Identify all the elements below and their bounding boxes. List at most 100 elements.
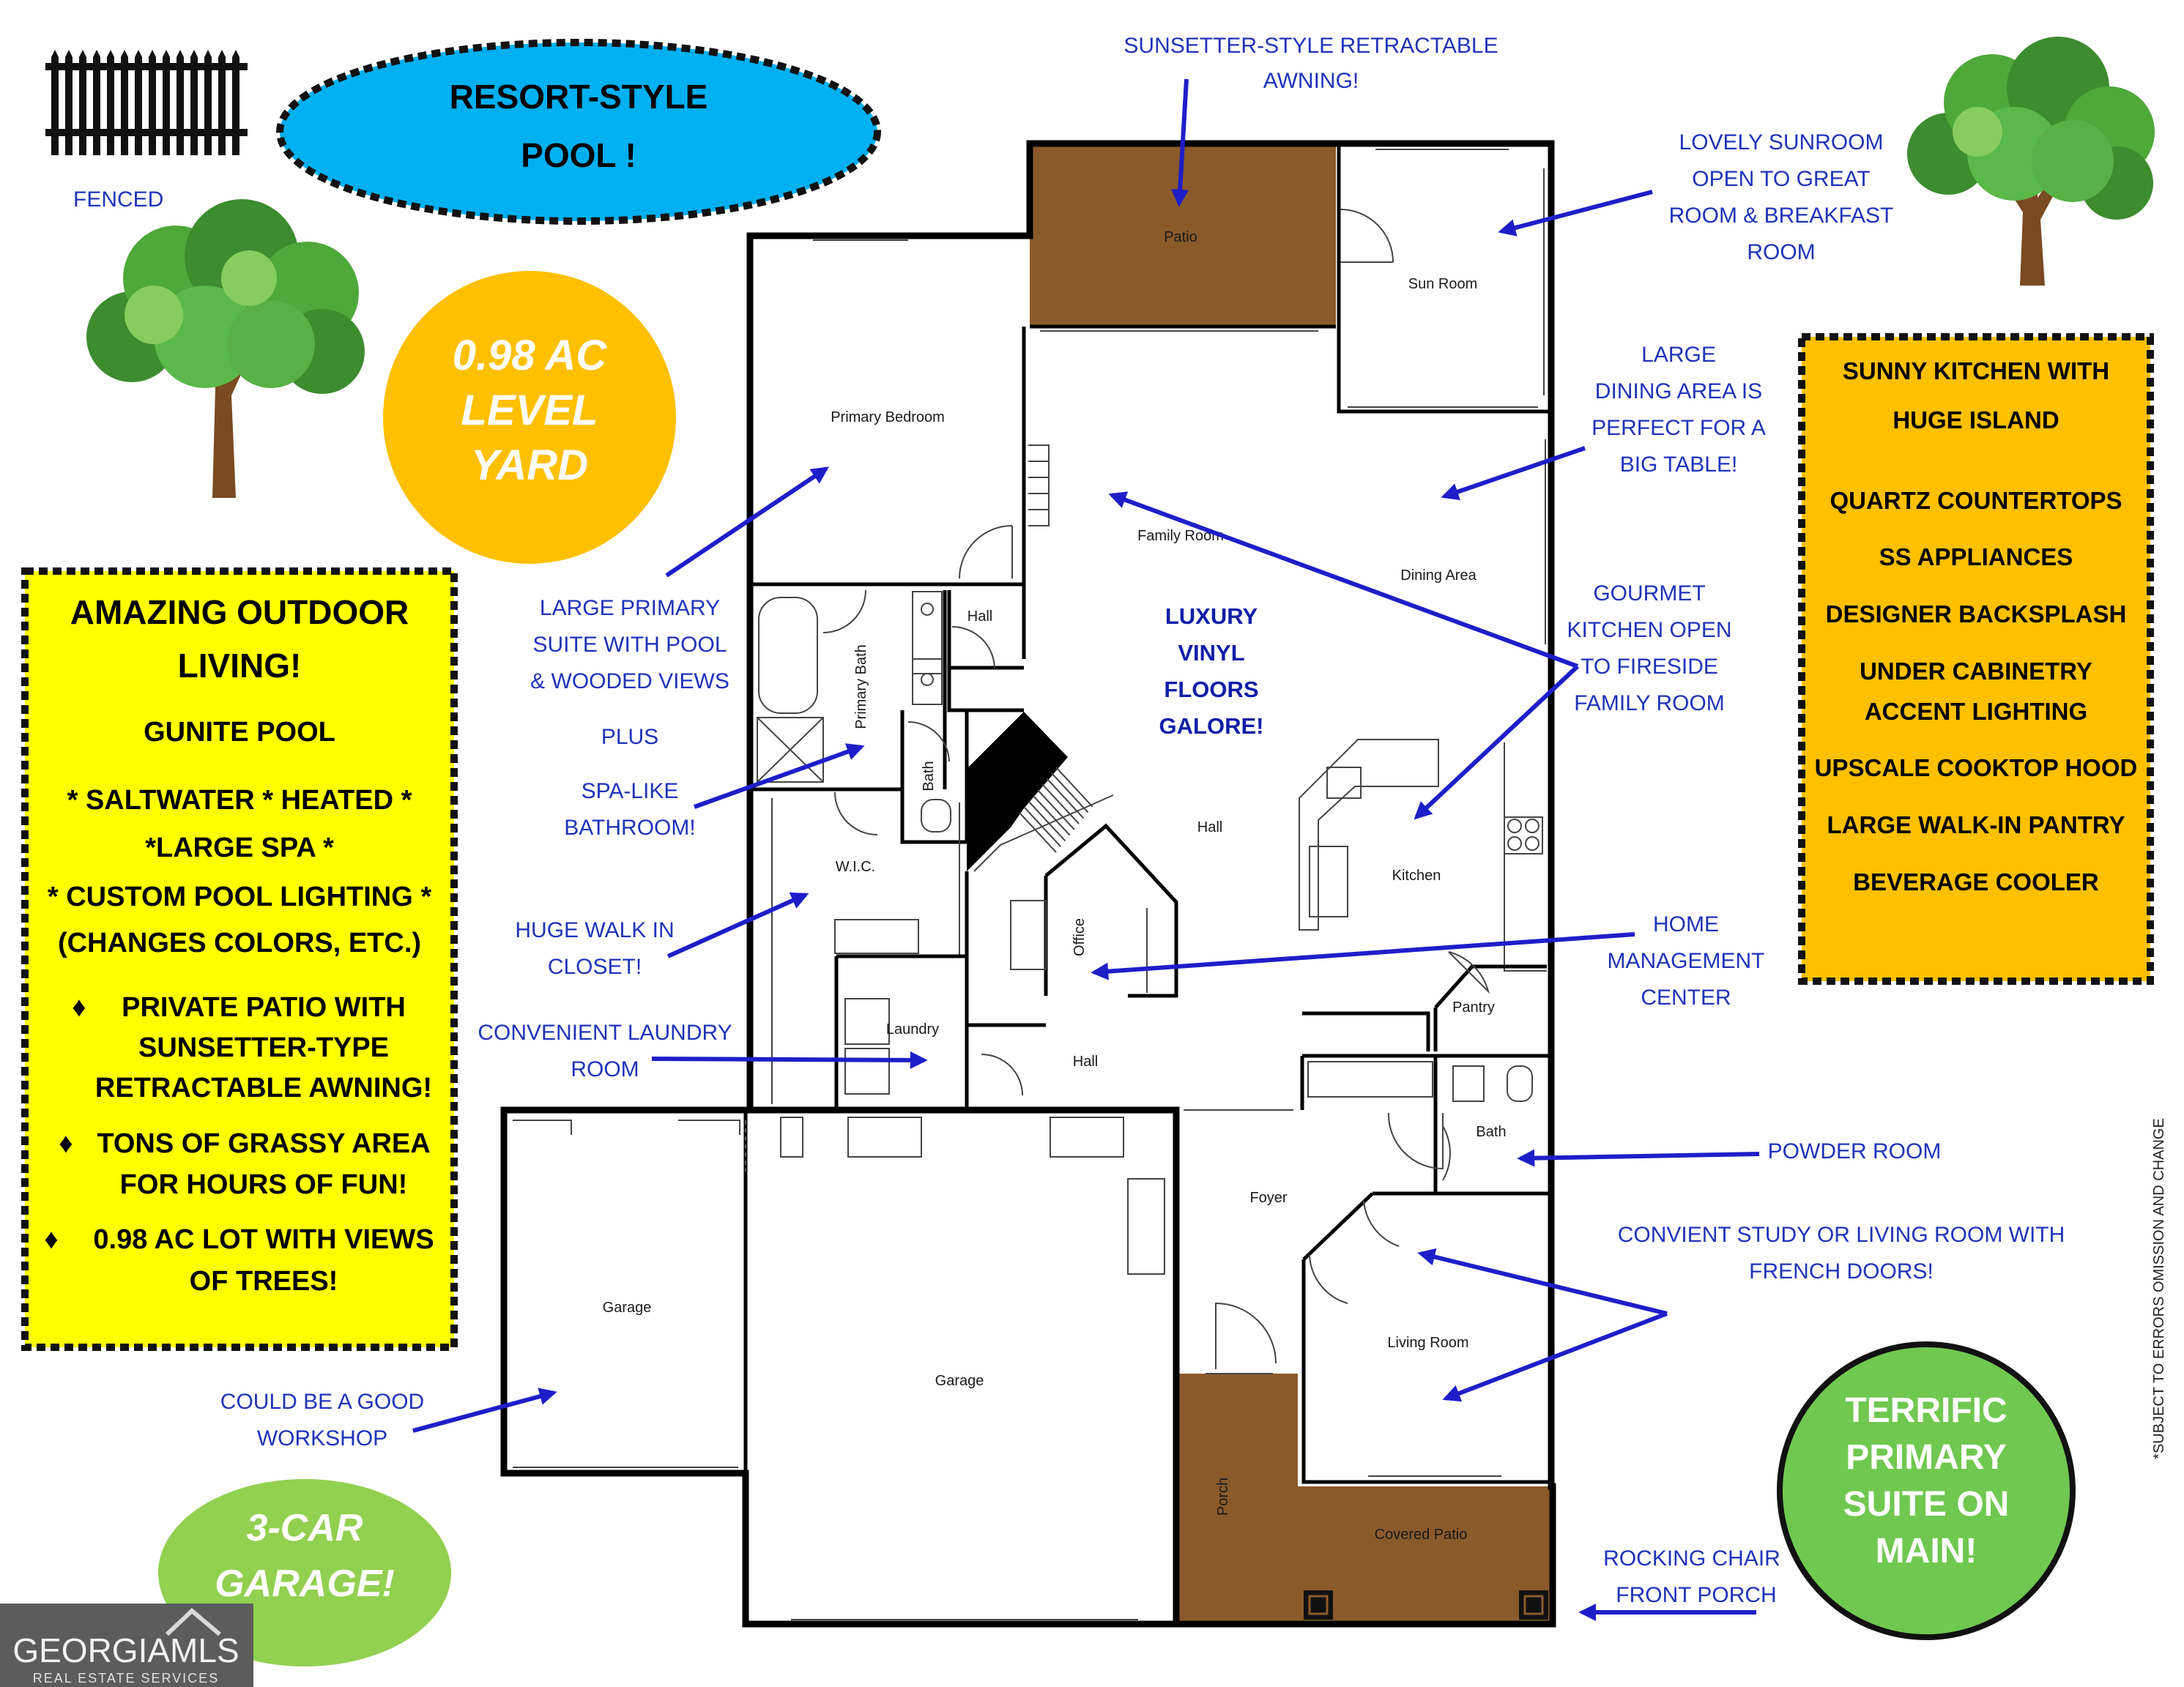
bullet-icon: ♦ (44, 1224, 58, 1255)
outdoor-line-2: *LARGE SPA * (145, 833, 334, 863)
arrow-closet (666, 892, 809, 958)
note-closet-2: CLOSET! (548, 955, 642, 979)
fence-picket (93, 50, 100, 155)
stair-tread (1019, 812, 1057, 853)
stair-tread (1032, 794, 1071, 836)
room-family-room: Family Room (1137, 528, 1224, 544)
outdoor-subtitle: GUNITE POOL (144, 717, 335, 748)
arrow-awning (1171, 78, 1189, 207)
suite-badge-line-1: TERRIFIC (1845, 1391, 2007, 1430)
note-gourmet-4: FAMILY ROOM (1574, 691, 1725, 715)
room-labels: Patio Sun Room Primary Bedroom Family Ro… (603, 229, 1507, 1543)
arrow-bath (693, 743, 865, 809)
arrow-family-room (1108, 491, 1579, 669)
bullet-1-line-2: SUNSETTER-TYPE (138, 1032, 389, 1063)
porch-post (1304, 1590, 1333, 1620)
note-home-mgmt-3: CENTER (1641, 986, 1731, 1010)
floors-line-4: GALORE! (1159, 713, 1264, 739)
pool-badge: RESORT-STYLE POOL ! (276, 39, 881, 225)
room-office: Office (1071, 918, 1088, 956)
note-spa-2: BATHROOM! (564, 816, 695, 840)
note-home-mgmt-1: HOME (1653, 912, 1719, 936)
note-dining-3: PERFECT FOR A (1591, 416, 1766, 440)
note-laundry-2: ROOM (571, 1057, 639, 1081)
note-awning-1: SUNSETTER-STYLE RETRACTABLE (1123, 34, 1498, 58)
fence-picket (190, 50, 198, 155)
outdoor-small-line: (CHANGES COLORS, ETC.) (58, 928, 421, 958)
stair-tread (1050, 772, 1089, 813)
room-bath-small: Bath (921, 761, 937, 791)
arrow-office (1091, 932, 1635, 980)
garage-badge-line-1: 3-CAR (247, 1507, 363, 1549)
room-primary-bath: Primary Bath (853, 644, 869, 729)
bullet-icon: ♦ (59, 1128, 73, 1159)
arrow-study-top (1417, 1248, 1668, 1316)
outdoor-title-line-2: LIVING! (178, 647, 302, 685)
note-home-mgmt-2: MANAGEMENT (1607, 949, 1764, 973)
note-sunroom-1: LOVELY SUNROOM (1679, 130, 1884, 154)
bullet-1-line-1: PRIVATE PATIO WITH (122, 992, 406, 1023)
floors-line-2: VINYL (1178, 640, 1244, 666)
logo-main: GEORGIAMLS (12, 1631, 239, 1669)
note-dining-2: DINING AREA IS (1595, 379, 1762, 403)
kitchen-item-3: DESIGNER BACKSPLASH (1826, 600, 2127, 627)
kitchen-item-6: UPSCALE COOKTOP HOOD (1815, 754, 2138, 781)
kitchen-item-1: QUARTZ COUNTERTOPS (1830, 487, 2122, 514)
fence-picket (177, 50, 184, 155)
note-suite-2: SUITE WITH POOL (532, 633, 727, 657)
stair-tread (1028, 800, 1066, 842)
note-sunroom-2: OPEN TO GREAT (1692, 167, 1870, 191)
note-study-2: FRENCH DOORS! (1749, 1259, 1934, 1284)
arrow-study-bottom (1442, 1311, 1668, 1402)
tree-icon (86, 199, 365, 498)
fence-picket (51, 50, 59, 155)
note-dining-1: LARGE (1641, 343, 1716, 367)
note-gourmet-3: TO FIRESIDE (1581, 655, 1718, 679)
outdoor-title-line-1: AMAZING OUTDOOR (70, 593, 409, 631)
fence-picket (149, 50, 156, 155)
fence-picket (204, 50, 212, 155)
kitchen-title-line-1: SUNNY KITCHEN WITH (1843, 357, 2109, 384)
note-laundry-1: CONVENIENT LAUNDRY (478, 1021, 732, 1045)
note-spa-1: SPA-LIKE (582, 779, 679, 803)
bullet-icon: ♦ (72, 992, 86, 1023)
room-hall-center: Hall (1197, 819, 1222, 835)
fence-picket (65, 50, 73, 155)
garage-badge-line-2: GARAGE! (215, 1563, 395, 1605)
room-covered-patio: Covered Patio (1375, 1527, 1468, 1543)
stair-tread (1055, 767, 1093, 808)
kitchen-item-5: ACCENT LIGHTING (1865, 698, 2087, 725)
room-dining-area: Dining Area (1400, 567, 1477, 584)
room-foyer: Foyer (1249, 1190, 1287, 1206)
fence-label: FENCED (73, 187, 163, 212)
georgia-mls-logo: GEORGIAMLS REAL ESTATE SERVICES (0, 1604, 253, 1687)
pool-title-line-2: POOL ! (521, 136, 636, 174)
covered-patio-area (1298, 1486, 1553, 1624)
acreage-line-2: LEVEL (461, 387, 598, 434)
note-sunroom-3: ROOM & BREAKFAST (1669, 204, 1894, 228)
acreage-line-1: 0.98 AC (453, 332, 608, 379)
arrow-powder (1517, 1149, 1760, 1167)
room-living-room: Living Room (1387, 1335, 1468, 1351)
note-study-1: CONVIENT STUDY OR LIVING ROOM WITH (1618, 1223, 2065, 1247)
stair-tread (1046, 778, 1085, 819)
fence-picket (107, 50, 114, 155)
bullet-1-line-3: RETRACTABLE AWNING! (95, 1073, 432, 1103)
arrow-kitchen (1414, 664, 1580, 820)
suite-badge-line-4: MAIN! (1876, 1532, 1977, 1571)
room-sun-room: Sun Room (1408, 276, 1478, 292)
arrow-dining (1441, 446, 1586, 501)
room-wic: W.I.C. (836, 859, 875, 875)
fence-picket (163, 50, 170, 155)
room-hall-lower: Hall (1073, 1054, 1098, 1070)
kitchen-item-4: UNDER CABINETRY (1860, 658, 2092, 685)
suite-badge: TERRIFIC PRIMARY SUITE ON MAIN! (1777, 1341, 2076, 1640)
kitchen-title-line-2: HUGE ISLAND (1893, 406, 2059, 433)
stair-tread (1041, 783, 1080, 824)
pool-title-line-1: RESORT-STYLE (450, 78, 708, 116)
outdoor-line-3: * CUSTOM POOL LIGHTING * (48, 882, 432, 912)
stair-tread (1037, 789, 1075, 830)
acreage-badge: 0.98 AC LEVEL YARD (383, 271, 676, 564)
room-hall-small: Hall (967, 608, 992, 625)
